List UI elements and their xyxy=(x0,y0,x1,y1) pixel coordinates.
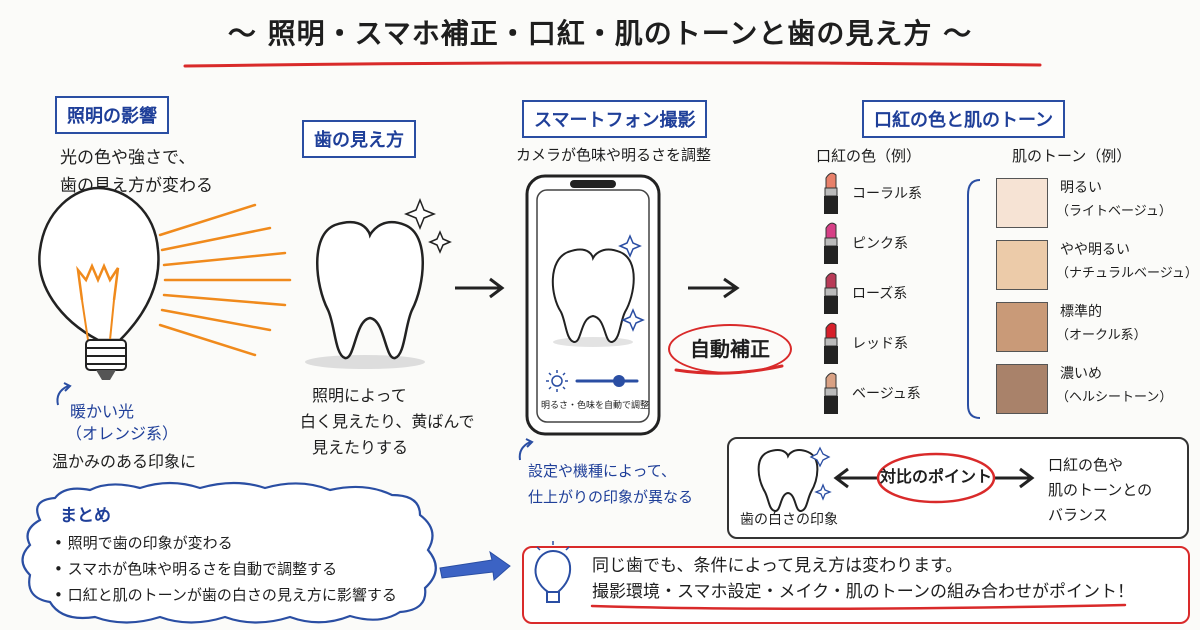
summary-item-text: 口紅と肌のトーンが歯の白さの見え方に影響する xyxy=(67,586,397,604)
contrast-left-label: 歯の白さの印象 xyxy=(740,512,838,528)
summary-item: • 照明で歯の印象が変わる xyxy=(54,534,233,553)
skin-swatch xyxy=(996,302,1048,352)
warm-light-line2: （オレンジ系） xyxy=(66,424,179,443)
lighting-desc-line1: 光の色や強さで、 xyxy=(60,148,196,168)
summary-item: • 口紅と肌のトーンが歯の白さの見え方に影響する xyxy=(54,586,397,605)
lipstick-icon xyxy=(822,372,840,416)
skin-tone-name: 標準的 xyxy=(1060,304,1102,320)
skin-swatch xyxy=(996,364,1048,414)
brightness-icon xyxy=(546,370,568,392)
lipstick-label: コーラル系 xyxy=(852,186,922,202)
lipstick-icon xyxy=(822,172,840,216)
teeth-heading: 歯の見え方 xyxy=(302,120,416,158)
bullet: • xyxy=(54,534,68,552)
summary-item: • スマホが色味や明るさを自動で調整する xyxy=(54,560,337,579)
contrast-center-label: 対比のポイント xyxy=(879,467,992,486)
phone-note-line2: 仕上がりの印象が異なる xyxy=(528,488,694,506)
warm-light-line3: 温かみのある印象に xyxy=(52,452,197,471)
contrast-right-line3: バランス xyxy=(1048,506,1108,524)
summary-item-text: スマホが色味や明るさを自動で調整する xyxy=(67,560,338,578)
light-rays xyxy=(158,203,292,357)
phone-heading: スマートフォン撮影 xyxy=(522,100,708,138)
warm-light-line1: 暖かい光 xyxy=(70,402,135,421)
contrast-right-line2: 肌のトーンとの xyxy=(1048,481,1153,499)
skin-tone-desc: （オークル系） xyxy=(1056,328,1147,343)
auto-correct-label: 自動補正 xyxy=(668,324,792,374)
lipstick-label: ローズ系 xyxy=(852,286,908,302)
lipstick-label: ベージュ系 xyxy=(852,386,921,402)
lighting-heading: 照明の影響 xyxy=(55,96,169,134)
lipstick-skin-heading: 口紅の色と肌のトーン xyxy=(862,100,1066,138)
skin-swatch xyxy=(996,240,1048,290)
bullet: • xyxy=(54,560,68,578)
conclusion-box xyxy=(522,546,1190,624)
teeth-desc-line2: 白く見えたり、黄ばんで xyxy=(300,412,475,431)
lipstick-icon xyxy=(822,222,840,266)
skin-tone-name: 明るい xyxy=(1060,180,1102,196)
phone-screen-caption: 明るさ・色味を自動で調整 xyxy=(541,401,650,411)
phone-subtitle: カメラが色味や明るさを調整 xyxy=(516,146,712,164)
contrast-right-line1: 口紅の色や xyxy=(1048,456,1124,474)
skin-tone-desc: （ナチュラルベージュ） xyxy=(1056,266,1198,281)
lipstick-icon xyxy=(822,272,840,316)
page-title: 〜 照明・スマホ補正・口紅・肌のトーンと歯の見え方 〜 xyxy=(227,17,973,50)
skin-header: 肌のトーン（例） xyxy=(1012,147,1132,165)
conclusion-line1: 同じ歯でも、条件によって見え方は変わります。 xyxy=(592,556,963,576)
teeth-desc-line1: 照明によって xyxy=(312,386,407,405)
bullet: • xyxy=(54,586,68,604)
lipstick-header: 口紅の色（例） xyxy=(816,147,922,165)
summary-item-text: 照明で歯の印象が変わる xyxy=(67,534,233,552)
conclusion-line2: 撮影環境・スマホ設定・メイク・肌のトーンの組み合わせがポイント！ xyxy=(592,582,1134,602)
lipstick-label: レッド系 xyxy=(852,336,908,352)
lighting-desc-line2: 歯の見え方が変わる xyxy=(60,176,213,196)
lipstick-icon xyxy=(822,322,840,366)
skin-swatch xyxy=(996,178,1048,228)
skin-tone-name: 濃いめ xyxy=(1060,366,1102,382)
slider-knob xyxy=(613,375,625,387)
summary-title: まとめ xyxy=(60,506,111,526)
skin-tone-name: やや明るい xyxy=(1060,242,1130,258)
teeth-desc-line3: 見えたりする xyxy=(312,438,409,457)
skin-tone-desc: （ヘルシートーン） xyxy=(1056,390,1173,405)
lipstick-label: ピンク系 xyxy=(852,236,908,252)
phone-note-line1: 設定や機種によって、 xyxy=(528,462,677,480)
skin-tone-desc: （ライトベージュ） xyxy=(1056,204,1172,219)
